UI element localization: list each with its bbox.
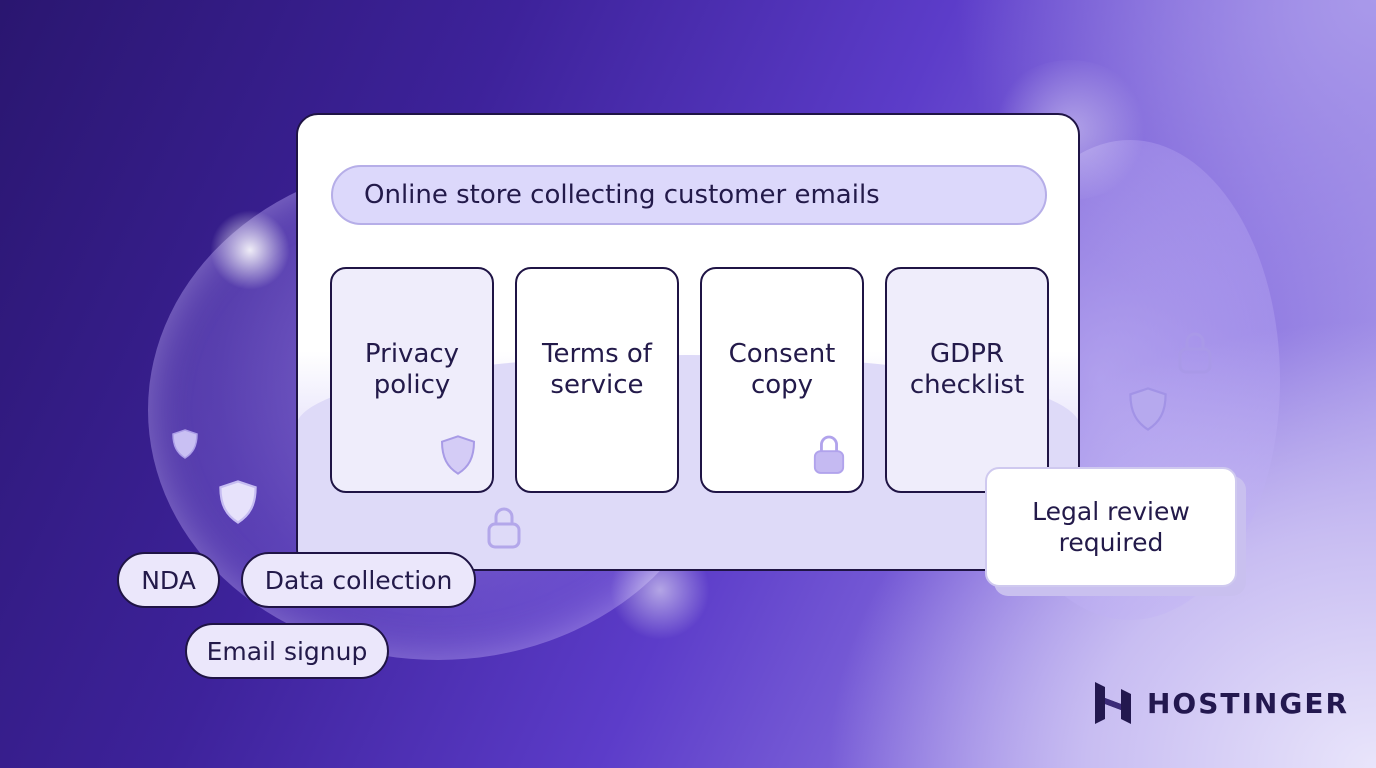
business-description-text: Online store collecting customer emails — [364, 180, 880, 210]
hostinger-logo-icon — [1095, 682, 1131, 724]
card-gdpr-checklist[interactable]: GDPR checklist — [885, 267, 1049, 493]
card-label: Privacy policy — [364, 339, 460, 400]
legal-review-notice: Legal review required — [985, 467, 1237, 587]
shield-icon — [219, 480, 257, 524]
chip-label: Email signup — [206, 636, 368, 666]
chip-nda[interactable]: NDA — [117, 552, 220, 608]
shield-icon — [1129, 387, 1167, 431]
card-label: Terms of service — [542, 339, 652, 400]
hostinger-logo: HOSTINGER — [1093, 680, 1349, 726]
card-label: GDPR checklist — [909, 339, 1025, 400]
legal-docs-window: Online store collecting customer emails … — [296, 113, 1080, 571]
lock-icon — [813, 435, 845, 474]
chip-label: NDA — [141, 565, 196, 595]
chip-email-signup[interactable]: Email signup — [185, 623, 389, 679]
background-sparkle — [210, 210, 290, 290]
card-terms-of-service[interactable]: Terms of service — [515, 267, 679, 493]
lock-icon — [487, 507, 521, 549]
shield-icon — [172, 429, 198, 459]
business-description-input[interactable]: Online store collecting customer emails — [331, 165, 1047, 225]
card-label: Consent copy — [728, 339, 836, 400]
brand-name: HOSTINGER — [1147, 686, 1350, 720]
chip-label: Data collection — [264, 565, 453, 595]
card-consent-copy[interactable]: Consent copy — [700, 267, 864, 493]
lock-icon — [1178, 332, 1212, 374]
shield-icon — [440, 435, 476, 475]
legal-review-text: Legal review required — [1032, 497, 1190, 557]
chip-data-collection[interactable]: Data collection — [241, 552, 476, 608]
card-privacy-policy[interactable]: Privacy policy — [330, 267, 494, 493]
